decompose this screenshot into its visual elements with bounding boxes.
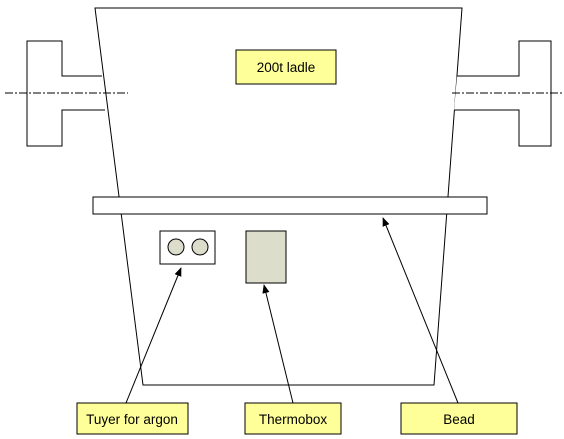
- tuyer-pointer-arrow: [125, 267, 182, 404]
- ladle-label: 200t ladle: [235, 49, 337, 85]
- tuyer-block: [159, 230, 216, 265]
- tuyer-circle-left: [167, 238, 185, 256]
- bead-label-text: Bead: [443, 412, 475, 427]
- bead-label: Bead: [400, 402, 518, 435]
- ladle-label-text: 200t ladle: [257, 60, 316, 75]
- bead-pointer-arrow: [382, 217, 459, 404]
- thermobox-pointer-arrow: [262, 284, 294, 404]
- thermobox-label: Thermobox: [244, 402, 342, 435]
- tuyer-label: Tuyer for argon: [76, 402, 189, 435]
- tuyer-circle-right: [191, 238, 209, 256]
- thermobox: [245, 230, 287, 284]
- thermobox-label-text: Thermobox: [259, 412, 328, 427]
- bead-band: [92, 196, 488, 215]
- tuyer-label-text: Tuyer for argon: [86, 412, 178, 427]
